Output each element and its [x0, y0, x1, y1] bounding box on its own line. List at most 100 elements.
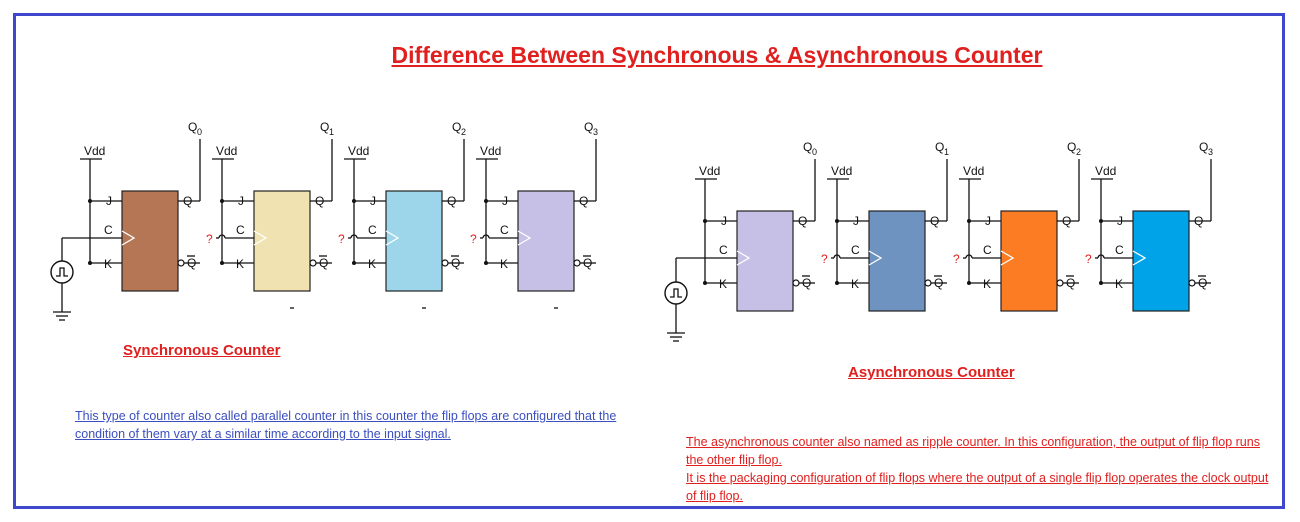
sync-ff-0-clock-triangle	[121, 230, 136, 246]
sync-ff-0-k-node	[88, 261, 92, 265]
async-ff-2-output-label: Q	[1067, 140, 1076, 154]
sync-ff-3-j-node	[484, 199, 488, 203]
async-clock-waveform-icon	[670, 288, 682, 298]
async-ff-0-j-node	[703, 219, 707, 223]
sync-ff-1-body	[253, 190, 311, 292]
sync-ff-3-qbar-label: Q	[583, 256, 592, 270]
async-ff-2-j-label: J	[985, 214, 991, 228]
async-ff-3-clk-hop	[1097, 254, 1105, 259]
sync-description: This type of counter also called paralle…	[75, 407, 635, 443]
async-ff-1-k-label: K	[851, 277, 859, 291]
async-ff-3-qbar-bubble	[1188, 279, 1196, 287]
async-ff-0-j-label: J	[721, 214, 727, 228]
async-ff-0-clock-triangle	[736, 250, 751, 266]
async-ff-0-body	[736, 210, 794, 312]
async-ff-0-vdd-label: Vdd	[699, 164, 720, 178]
sync-ff-1-qbar-label: Q	[319, 256, 328, 270]
sync-ff-0-j-node	[88, 199, 92, 203]
sync-ff-0-qbar-label: Q	[187, 256, 196, 270]
async-ff-1-j-node	[835, 219, 839, 223]
sync-ff-1-unknown-input: ?	[206, 232, 213, 246]
sync-ff-0-output-sub: 0	[197, 127, 202, 137]
async-caption: Asynchronous Counter	[848, 364, 1015, 381]
sync-ff-2-vdd-label: Vdd	[348, 144, 369, 158]
sync-ff-2-c-label: C	[368, 223, 377, 237]
async-ff-2-clk-hop	[965, 254, 973, 259]
async-ff-0-output-sub: 0	[812, 147, 817, 157]
async-ff-3-j-label: J	[1117, 214, 1123, 228]
sync-caption: Synchronous Counter	[123, 342, 281, 359]
sync-ff-0-c-label: C	[104, 223, 113, 237]
async-ff-3-k-node	[1099, 281, 1103, 285]
async-ff-3-j-node	[1099, 219, 1103, 223]
async-ff-2-qbar-bubble	[1056, 279, 1064, 287]
async-ff-2-c-label: C	[983, 243, 992, 257]
sync-ff-1-j-label: J	[238, 194, 244, 208]
async-ff-2-clock-triangle	[1000, 250, 1015, 266]
async-ff-1-output-label: Q	[935, 140, 944, 154]
sync-ff-3-output-label: Q	[584, 120, 593, 134]
sync-ff-0-k-label: K	[104, 257, 112, 271]
async-ff-2-qbar-label: Q	[1066, 276, 1075, 290]
async-ff-1-clock-triangle	[868, 250, 883, 266]
async-ff-1-vdd-label: Vdd	[831, 164, 852, 178]
async-ff-1-k-node	[835, 281, 839, 285]
async-ff-1-qbar-label: Q	[934, 276, 943, 290]
page-frame	[13, 13, 1285, 509]
async-description: The asynchronous counter also named as r…	[686, 433, 1276, 505]
sync-ff-1-clock-triangle	[253, 230, 268, 246]
sync-ff-1-output-sub: 1	[329, 127, 334, 137]
async-ff-3-output-label: Q	[1199, 140, 1208, 154]
sync-ff-0-j-label: J	[106, 194, 112, 208]
sync-ff-1-j-node	[220, 199, 224, 203]
sync-ff-1-clk-hop	[218, 234, 226, 239]
sync-ff-0-body	[121, 190, 179, 292]
async-ff-2-vdd-label: Vdd	[963, 164, 984, 178]
async-description-line-2: It is the packaging configuration of fli…	[686, 471, 1269, 503]
sync-ff-3-k-label: K	[500, 257, 508, 271]
sync-ff-1-vdd-label: Vdd	[216, 144, 237, 158]
sync-ff-2-k-node	[352, 261, 356, 265]
sync-ff-2-k-label: K	[368, 257, 376, 271]
async-ff-0-c-label: C	[719, 243, 728, 257]
async-ff-3-qbar-label: Q	[1198, 276, 1207, 290]
sync-ff-2-unknown-input: ?	[338, 232, 345, 246]
sync-ff-1-output-label: Q	[320, 120, 329, 134]
async-ff-3-k-label: K	[1115, 277, 1123, 291]
async-ff-0-qbar-bubble	[792, 279, 800, 287]
async-ff-1-unknown-input: ?	[821, 252, 828, 266]
sync-clock-waveform-icon	[56, 267, 68, 277]
async-ff-3-c-label: C	[1115, 243, 1124, 257]
sync-ff-3-c-label: C	[500, 223, 509, 237]
async-ff-1-body	[868, 210, 926, 312]
async-ff-0-qbar-label: Q	[802, 276, 811, 290]
async-ff-2-unknown-input: ?	[953, 252, 960, 266]
async-ff-1-j-label: J	[853, 214, 859, 228]
sync-ff-3-body	[517, 190, 575, 292]
sync-ff-0-output-label: Q	[188, 120, 197, 134]
async-ff-2-body	[1000, 210, 1058, 312]
sync-ff-2-output-sub: 2	[461, 127, 466, 137]
async-ff-1-c-label: C	[851, 243, 860, 257]
async-clock-source	[664, 281, 688, 305]
async-ff-0-k-label: K	[719, 277, 727, 291]
page-title: Difference Between Synchronous & Asynchr…	[391, 42, 1043, 68]
async-description-line-1: The asynchronous counter also named as r…	[686, 435, 1260, 467]
sync-ff-2-clock-triangle	[385, 230, 400, 246]
sync-ff-2-output-label: Q	[452, 120, 461, 134]
sync-description-text: This type of counter also called paralle…	[75, 409, 617, 441]
async-ff-3-unknown-input: ?	[1085, 252, 1092, 266]
async-ff-3-clock-triangle	[1132, 250, 1147, 266]
async-ff-2-k-label: K	[983, 277, 991, 291]
async-ff-2-j-node	[967, 219, 971, 223]
async-ff-2-output-sub: 2	[1076, 147, 1081, 157]
sync-ff-3-vdd-label: Vdd	[480, 144, 501, 158]
sync-ff-3-k-node	[484, 261, 488, 265]
async-ff-1-qbar-bubble	[924, 279, 932, 287]
sync-ff-2-qbar-label: Q	[451, 256, 460, 270]
async-ff-3-vdd-label: Vdd	[1095, 164, 1116, 178]
sync-ff-3-clk-hop	[482, 234, 490, 239]
sync-ff-3-j-label: J	[502, 194, 508, 208]
